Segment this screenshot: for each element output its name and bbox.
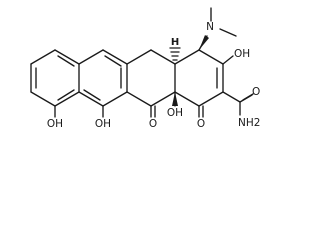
bond [126, 91, 152, 107]
amine-label: NH2 [238, 117, 260, 129]
solid-wedge-bond [199, 35, 209, 50]
bond [30, 49, 56, 65]
bond [102, 91, 128, 107]
bond [198, 49, 224, 65]
bond [198, 91, 224, 107]
bond-double-inner [83, 89, 101, 101]
hydroxyl-label: OH [167, 107, 183, 119]
bond [126, 49, 152, 65]
stereo-hydrogen-label: H [171, 37, 179, 48]
keto-oxygen-label: O [149, 118, 157, 130]
amide-oxygen-label: O [252, 86, 260, 98]
hydroxyl-label: OH [234, 48, 250, 60]
bond [222, 91, 241, 103]
bond-double-inner [57, 89, 75, 101]
bond [78, 91, 104, 107]
hydroxyl-label: OH [47, 118, 63, 130]
bond [150, 49, 176, 65]
hashed-wedge-bond [169, 47, 181, 61]
bond-double-inner [104, 55, 122, 67]
bond [102, 49, 128, 65]
bond [222, 55, 234, 65]
bond-double-inner [242, 93, 254, 101]
bond [30, 91, 56, 107]
stereo-bonds [169, 35, 209, 106]
bond [219, 28, 237, 37]
bond [54, 91, 80, 107]
bond [150, 91, 176, 107]
bond-lines [30, 7, 254, 118]
solid-wedge-bond [172, 92, 178, 106]
bond [54, 49, 80, 65]
bond [174, 49, 200, 65]
keto-oxygen-label: O [197, 118, 205, 130]
hydroxyl-label: OH [95, 118, 111, 130]
bond [174, 91, 200, 107]
atom-labels: N H OH O NH2 O OH O OH OH [47, 21, 261, 130]
bond [78, 49, 104, 65]
bond-double-inner [57, 55, 75, 67]
nitrogen-label: N [206, 21, 214, 33]
molecular-structure-diagram: N H OH O NH2 O OH O OH OH [30, 7, 260, 130]
